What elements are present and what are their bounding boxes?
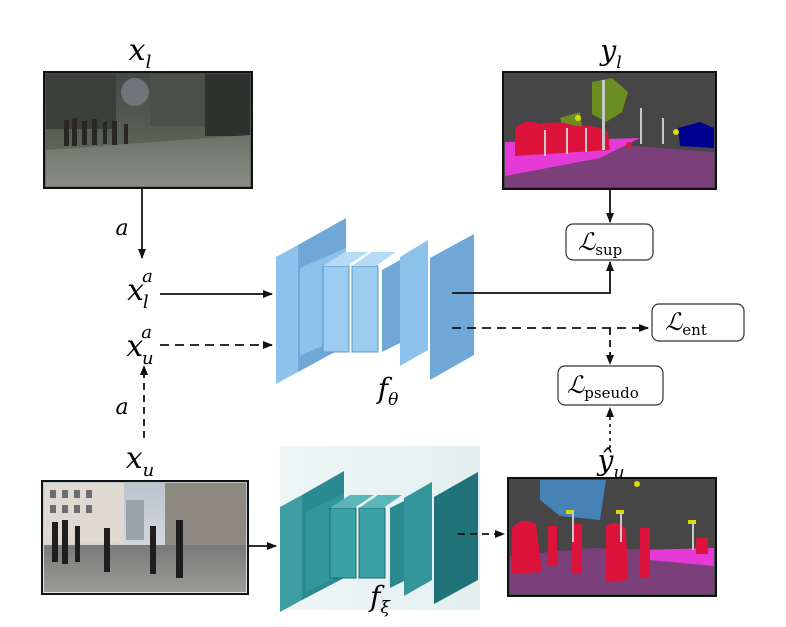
sidewalk-class-bottom: [640, 548, 714, 566]
building-left: [46, 74, 116, 129]
person-small: [626, 142, 632, 148]
building-right: [205, 74, 250, 136]
building-center: [150, 74, 210, 126]
loss-ent-box: ℒent: [651, 303, 745, 342]
y-l-label: yl: [598, 34, 621, 73]
loss-ent-frame: [651, 303, 745, 342]
loss-sup-box: ℒsup: [565, 223, 654, 261]
student-layer-4: [351, 265, 379, 353]
pseudo-label-segmentation: [507, 477, 717, 597]
loss-pseudo-text: ℒpseudo: [567, 371, 639, 402]
sign-class: [575, 115, 581, 121]
road: [46, 135, 250, 186]
x-l-label: xl: [129, 33, 152, 73]
student-layer-3-top: [323, 252, 368, 266]
teacher-network: [280, 471, 478, 612]
sky-class: [540, 480, 606, 520]
student-layer-4-top: [352, 252, 396, 266]
ground-truth-segmentation: [502, 71, 717, 190]
lens-flare: [121, 78, 149, 106]
loss-pseudo-frame: [557, 365, 664, 406]
f-theta-label: fθ: [376, 372, 399, 410]
student-layer-6: [400, 240, 428, 366]
building-windows: [50, 490, 92, 513]
vegetation: [592, 78, 628, 122]
loss-ent-text: ℒent: [665, 308, 707, 339]
student-layer-7: [430, 234, 474, 380]
pedestrians-bottom: [52, 520, 183, 578]
person-class-bottom: [512, 520, 708, 582]
teacher-layer-6: [404, 482, 432, 596]
loss-sup-text: ℒsup: [578, 228, 622, 259]
pole-class-bottom: [572, 512, 694, 550]
tower: [126, 500, 144, 540]
augment-label-bottom: a: [115, 395, 128, 420]
pole-class: [544, 80, 664, 156]
teacher-layer-4-top: [359, 495, 402, 508]
car-class: [678, 122, 714, 148]
student-layer-1-side: [276, 245, 298, 384]
unlabeled-input-image: [41, 480, 249, 595]
augment-label-top: a: [115, 216, 128, 241]
teacher-layer-3-top: [330, 495, 374, 508]
road-bottom: [44, 545, 246, 592]
y-hat-u-label: ŷu: [596, 444, 625, 483]
teacher-layer-7: [434, 472, 478, 604]
arrow-student-to-sup: [452, 261, 614, 294]
pedestrians: [64, 118, 128, 146]
student-layer-3: [322, 265, 350, 353]
loss-pseudo-box: ℒpseudo: [557, 365, 664, 406]
teacher-layer-4: [358, 507, 386, 579]
sign-class-right: [673, 129, 679, 135]
teacher-layer-3: [329, 507, 357, 579]
x-u-label: xu: [126, 441, 155, 481]
labeled-input-image: [43, 71, 253, 189]
teacher-layer-1-side: [280, 495, 302, 612]
loss-sup-frame: [565, 223, 654, 261]
student-network: [276, 218, 474, 384]
